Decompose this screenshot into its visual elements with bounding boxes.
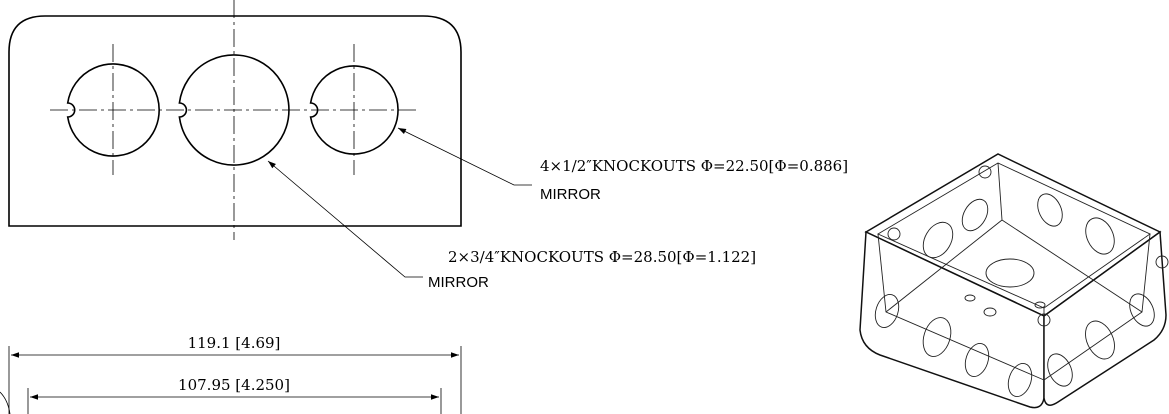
dimension-inner-width: 107.95 [4.250] — [0, 376, 442, 414]
dimension-overall-width: 119.1 [4.69] — [8, 334, 462, 414]
box-wall-knockout — [1037, 193, 1063, 227]
box-wall-knockout — [1047, 353, 1073, 387]
center-large-knockout — [178, 54, 290, 166]
small-knockout-leader — [397, 127, 532, 186]
inner-width-value: 107.95 [4.250] — [178, 376, 290, 394]
overall-width-value: 119.1 [4.69] — [188, 334, 281, 352]
callout-large-knockouts: 2×3/4″KNOCKOUTS Φ=28.50[Φ=1.122] MIRROR — [428, 248, 756, 291]
side-panel-outline — [8, 15, 462, 227]
large-knockouts-mirror-note: MIRROR — [428, 274, 489, 291]
box-mounting-ear — [978, 165, 992, 179]
small-knockouts-mirror-note: MIRROR — [540, 186, 601, 203]
box-wall-knockout — [1085, 320, 1115, 360]
box-mounting-ear — [1037, 313, 1051, 327]
box-wall-knockout — [922, 317, 952, 357]
box-floor-knockout — [985, 258, 1035, 288]
box-wall-knockout — [961, 198, 989, 232]
callout-small-knockouts: 4×1/2″KNOCKOUTS Φ=22.50[Φ=0.886] MIRROR — [540, 157, 848, 203]
box-wall-knockout — [874, 294, 900, 328]
box-mounting-ear — [887, 227, 901, 241]
left-small-knockout — [66, 63, 160, 157]
large-knockout-leader — [267, 160, 423, 278]
box-wall-knockout — [1085, 217, 1115, 255]
large-knockouts-spec: 2×3/4″KNOCKOUTS Φ=28.50[Φ=1.122] — [448, 248, 756, 266]
box-wall-knockout — [1129, 293, 1155, 327]
box-wall-knockout — [1007, 363, 1033, 397]
box-wall-knockout — [922, 221, 954, 259]
box-right-wall — [1043, 230, 1167, 406]
small-knockouts-spec: 4×1/2″KNOCKOUTS Φ=22.50[Φ=0.886] — [540, 157, 848, 175]
isometric-box-view — [859, 153, 1169, 409]
box-left-wall — [859, 230, 1045, 409]
box-wall-knockout — [964, 343, 990, 377]
right-small-knockout — [309, 65, 399, 155]
box-mounting-ear — [1155, 255, 1169, 269]
side-view — [8, 0, 532, 278]
